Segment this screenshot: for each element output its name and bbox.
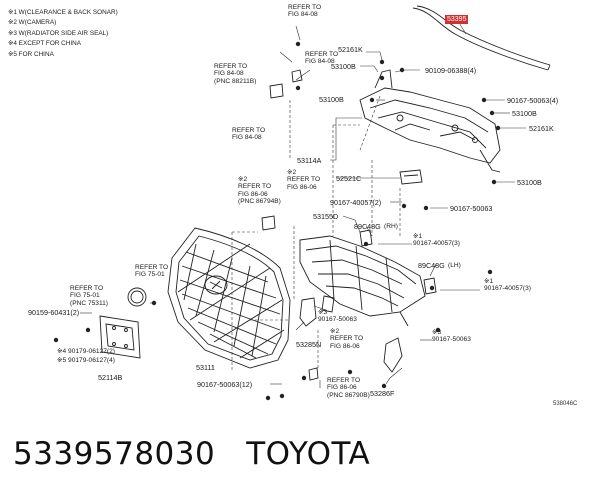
grille-part [167,227,291,369]
brand-name: TOYOTA [246,436,371,472]
parts-diagram [53,5,551,401]
part-label[interactable]: 89C48G [354,222,381,231]
plate-bracket-part [99,315,141,359]
part-label[interactable]: 53100B [517,178,542,187]
bracket-52521c-part [399,169,423,185]
rh-bracket-part [359,229,373,247]
part-label[interactable]: 53111 [196,363,215,372]
clip-part [308,367,319,381]
part-label[interactable]: ※3 90167-50063 [432,329,471,344]
radiator-support-part [359,69,501,173]
lh-bracket-part [423,277,437,295]
part-label[interactable]: ※4 90179-06127(2) [57,348,115,355]
rh-label: (RH) [384,223,398,230]
part-label[interactable]: 90159-60431(2) [28,308,80,317]
grille-support-part [299,235,426,327]
part-label[interactable]: 90167-40057(2) [330,198,382,207]
part-label[interactable]: 52114B [98,373,123,382]
part-label[interactable]: 90167-50063(12) [197,380,253,389]
part-label[interactable]: 53286F [370,389,395,398]
part-number: 5339578030 [13,436,216,472]
sensor-part [269,83,284,99]
ref-label[interactable]: REFER TO FIG 75-01 [135,264,169,279]
part-label[interactable]: 89C48G [418,261,445,270]
part-label[interactable]: 90109-06388(4) [425,66,477,75]
part-label[interactable]: 52161K [529,124,554,133]
hood-seal-part [412,5,551,71]
part-label[interactable]: ※1 90167-40057(3) [413,233,460,248]
part-label[interactable]: 90167-50063(4) [507,96,559,105]
part-label[interactable]: 90167-50063 [450,204,493,213]
ref-label[interactable]: REFER TO FIG 75-01 (PNC 75311) [70,285,108,307]
bracket-53285n-part [299,297,317,327]
bracket-53286f-part [383,337,403,373]
note-5: ※5 FOR CHINA [8,50,54,58]
part-label[interactable]: 53100B [331,62,356,71]
part-label[interactable]: 53100B [319,95,344,104]
ref-label[interactable]: ※2 REFER TO FIG 86-06 (PNC 86794B) [238,176,281,206]
note-2: ※2 W(CAMERA) [8,19,57,27]
part-label[interactable]: 53285N [296,340,322,349]
ref-label[interactable]: REFER TO FIG 84-08 [288,4,322,19]
part-label[interactable]: 53155D [313,212,339,221]
diagram-code: 538046C [553,401,578,407]
ref-label[interactable]: REFER TO FIG 84-08 (PNC 88211B) [214,63,257,85]
footer: 5339578030 TOYOTA [13,436,370,472]
part-label[interactable]: 53100B [512,109,537,118]
sensor-connector-part [291,69,303,83]
emblem-part [127,287,147,307]
bracket-left-part [321,295,335,313]
ref-label[interactable]: ※2 REFER TO FIG 86-06 [330,328,364,350]
lh-label: (LH) [448,262,461,269]
part-label[interactable]: ※3 90167-50063 [318,309,357,324]
note-3: ※3 W(RADIATOR SIDE AIR SEAL) [8,29,109,37]
part-label[interactable]: 52161K [338,45,363,54]
ref-label[interactable]: REFER TO FIG 84-08 [232,127,266,142]
note-1: ※1 W(CLEARANCE & BACK SONAR) [8,9,118,16]
ref-label[interactable]: REFER TO FIG 84-08 [305,51,339,66]
part-label[interactable]: ※5 90179-06127(4) [57,357,115,364]
legend-notes: ※1 W(CLEARANCE & BACK SONAR) ※2 W(CAMERA… [8,8,118,60]
part-label[interactable]: 52521C [336,174,362,183]
dashed-lines [231,95,401,370]
fasteners [53,41,501,401]
part-label[interactable]: 53114A [297,156,322,165]
ref-label[interactable]: REFER TO FIG 86-06 (PNC 86790B) [327,377,370,399]
highlighted-part-label[interactable]: 53395 [445,15,469,24]
note-4: ※4 EXCEPT FOR CHINA [8,40,82,48]
camera-part [261,215,276,231]
ref-label[interactable]: ※2 REFER TO FIG 86-06 [287,169,321,191]
part-label[interactable]: ※1 90167-40057(3) [484,278,531,293]
